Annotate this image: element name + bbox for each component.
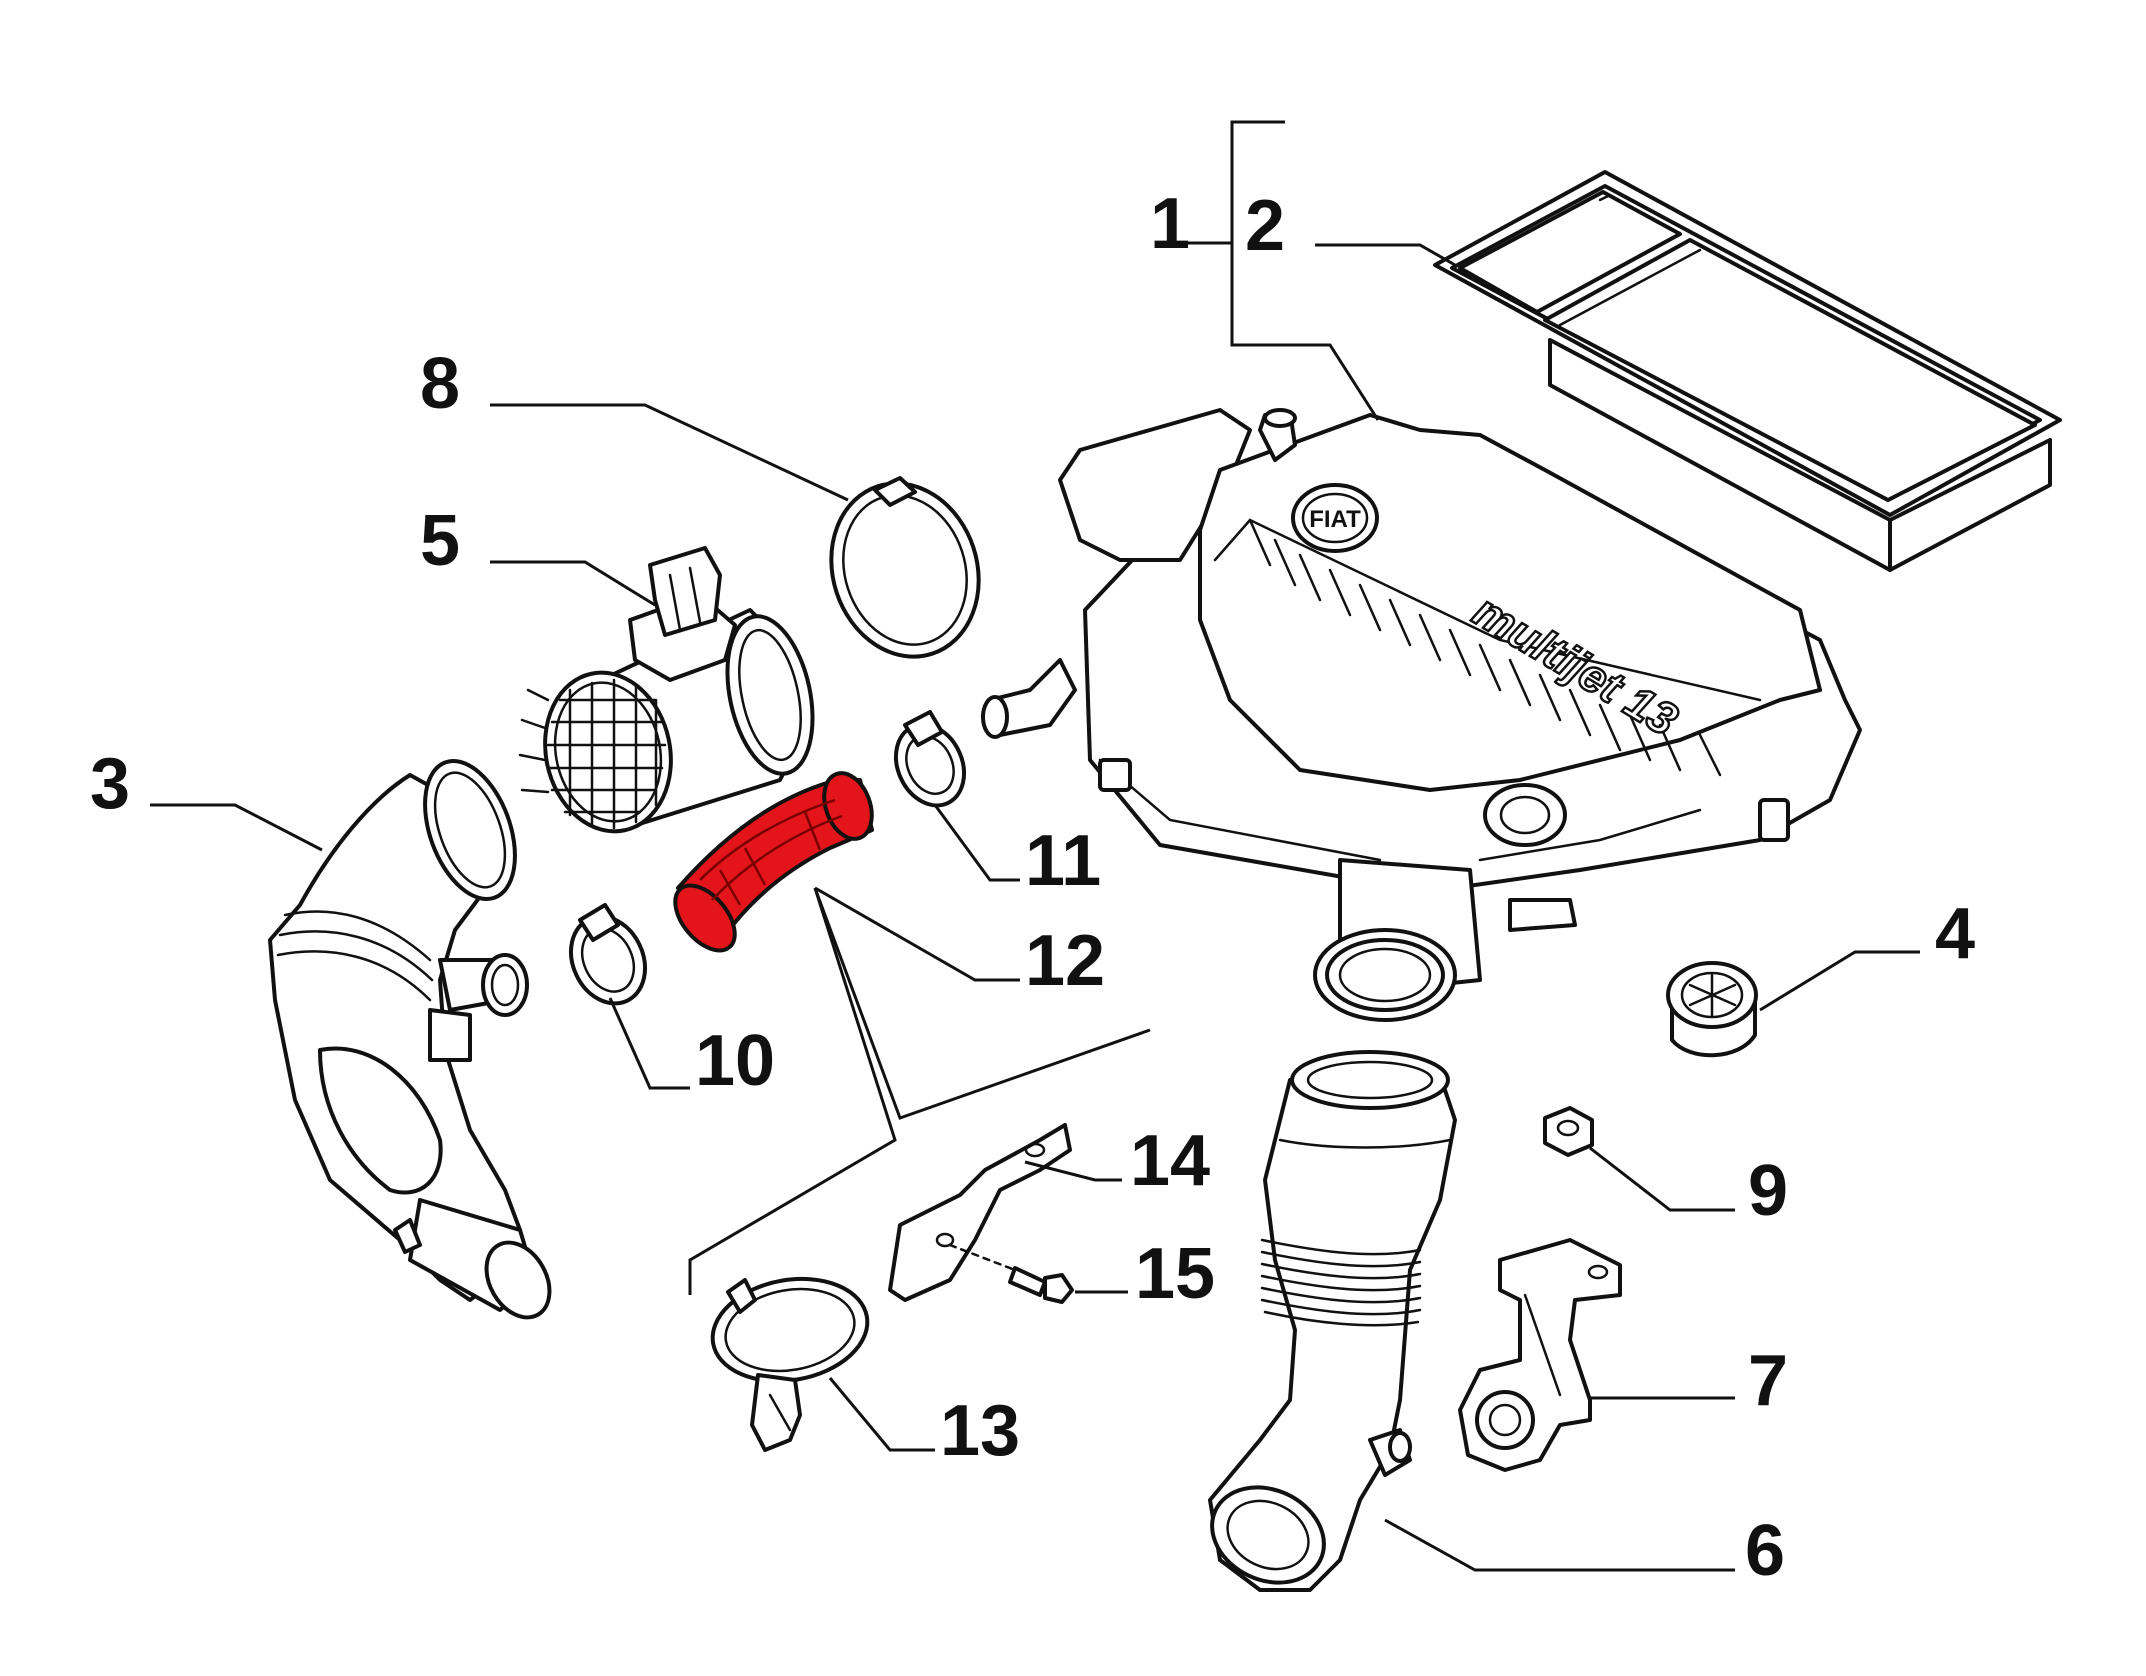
lid-ribs [1248,518,1722,777]
part-14-bracket[interactable] [888,1123,1072,1302]
part-6-lower-duct[interactable] [1196,1050,1457,1600]
fiat-badge: FIAT [1291,483,1379,553]
callout-12: 12 [1025,921,1105,1001]
part-10-hose-clamp[interactable] [557,903,658,1015]
callout-2: 2 [1245,186,1285,266]
part-13-hose-holder[interactable] [705,1267,876,1452]
callout-5: 5 [420,501,460,581]
callout-9: 9 [1748,1151,1788,1231]
housing-outlet [1313,858,1482,1022]
callout-14: 14 [1130,1121,1210,1201]
part-3-intake-hose[interactable] [268,749,562,1329]
callout-13: 13 [940,1391,1020,1471]
callout-8: 8 [420,344,460,424]
leader-lines [150,120,1920,1572]
part-11-hose-clamp[interactable] [883,710,977,817]
callout-6: 6 [1745,1511,1785,1591]
callout-numbers: 1 2 3 4 5 6 7 8 9 10 11 12 13 14 15 [90,184,1975,1591]
duct-bellows [1260,1238,1422,1327]
part-5-air-mass-meter[interactable] [518,546,826,843]
callout-4: 4 [1935,894,1975,974]
part-7-bracket[interactable] [1458,1238,1622,1472]
callout-15: 15 [1135,1234,1215,1314]
callout-7: 7 [1748,1341,1788,1421]
part-9-nut[interactable] [1543,1106,1594,1157]
mass-meter-mesh [546,678,667,830]
part-15-bolt[interactable] [948,1243,1074,1304]
callout-11: 11 [1025,821,1101,901]
part-1-air-box-housing[interactable]: FIAT multijet 13 [981,408,1862,1022]
callout-1: 1 [1150,184,1190,264]
part-12-connecting-hose[interactable] [664,767,881,962]
part-2-air-filter[interactable] [1433,170,2062,572]
callout-10: 10 [695,1021,775,1101]
fiat-badge-text: FIAT [1309,506,1361,533]
part-8-band-clamp[interactable] [809,464,1000,676]
callout-3: 3 [90,744,130,824]
part-4-grommet[interactable] [1666,961,1758,1058]
